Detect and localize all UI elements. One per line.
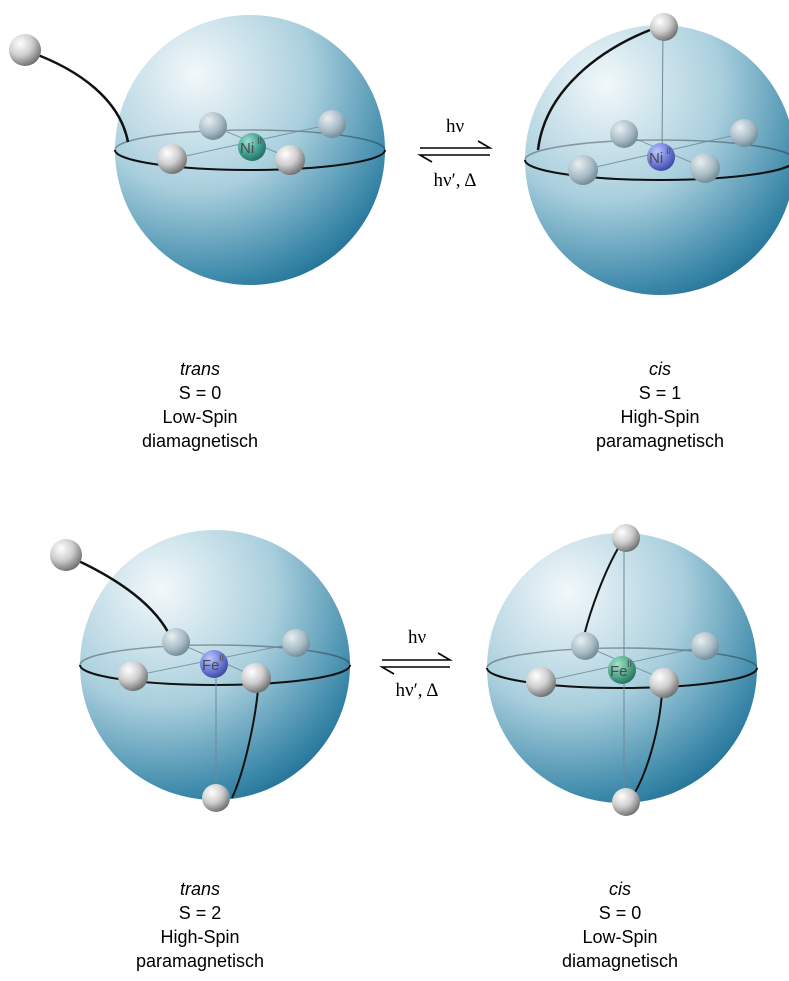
- axial-bond: [661, 27, 664, 156]
- ligand-atom-back: [162, 628, 190, 656]
- reaction-forward-label: hν: [407, 627, 427, 648]
- ligand-atom: [649, 668, 679, 698]
- spin-type: High-Spin: [620, 407, 700, 427]
- complex-trans-ni: Ni II: [9, 15, 386, 285]
- spin-value: S = 1: [638, 383, 682, 403]
- reaction-reverse-label: hν′, Δ: [433, 170, 477, 191]
- equatorial-ring-front: [486, 667, 758, 689]
- ligand-atom: [50, 539, 82, 571]
- ligand-atom: [157, 144, 187, 174]
- oxidation-label: II: [219, 653, 224, 663]
- oxidation-label: II: [666, 146, 671, 156]
- ligand-tether: [629, 691, 663, 801]
- metal-label: Ni: [240, 140, 254, 157]
- ligand-atom: [526, 667, 556, 697]
- ligand-tether: [231, 689, 259, 799]
- ligand-tether: [582, 544, 621, 641]
- caption-trans-fe: trans S = 2 High-Spin paramagnetisch: [90, 877, 310, 973]
- ligand-atom-back: [690, 153, 720, 183]
- equatorial-ring-front: [524, 159, 789, 181]
- magnetism: paramagnetisch: [595, 431, 725, 451]
- ligand-atom: [241, 663, 271, 693]
- metal-center: [647, 143, 675, 171]
- spin-type: Low-Spin: [162, 407, 238, 427]
- ligand-tether: [29, 50, 130, 143]
- complex-trans-fe: Fe II: [50, 530, 351, 812]
- ligand-atom-back: [730, 119, 758, 147]
- oxidation-label: II: [627, 659, 632, 669]
- metal-center: [238, 133, 266, 161]
- caption-cis-ni: cis S = 1 High-Spin paramagnetisch: [550, 357, 770, 453]
- isomer-state: trans: [179, 359, 221, 379]
- ligand-atom-back: [318, 110, 346, 138]
- complex-cis-ni: Ni II: [524, 13, 789, 295]
- ligand-atom: [612, 524, 640, 552]
- magnetism: diamagnetisch: [561, 951, 679, 971]
- equilibrium-arrow-bottom: [379, 652, 453, 675]
- ligand-atom: [9, 34, 41, 66]
- ligand-tether: [536, 28, 651, 151]
- caption-cis-fe: cis S = 0 Low-Spin diamagnetisch: [510, 877, 730, 973]
- complex-cis-fe: Fe II: [486, 524, 758, 816]
- ligand-atom-back: [691, 632, 719, 660]
- ligand-atom: [275, 145, 305, 175]
- isomer-state: cis: [649, 359, 671, 379]
- oxidation-label: II: [257, 136, 262, 146]
- magnetism: paramagnetisch: [135, 951, 265, 971]
- caption-trans-ni: trans S = 0 Low-Spin diamagnetisch: [90, 357, 310, 453]
- ligand-atom-back: [610, 120, 638, 148]
- ligand-atom: [612, 788, 640, 816]
- ligand-atom: [118, 661, 148, 691]
- ligand-atom: [650, 13, 678, 41]
- spin-value: S = 2: [178, 903, 222, 923]
- isomer-state: trans: [179, 879, 221, 899]
- metal-label: Fe: [610, 663, 628, 680]
- isomer-state: cis: [609, 879, 631, 899]
- reaction-reverse-label: hν′, Δ: [395, 680, 439, 701]
- metal-label: Fe: [202, 657, 220, 674]
- metal-center: [608, 656, 636, 684]
- ligand-tether: [69, 555, 170, 633]
- spin-value: S = 0: [598, 903, 642, 923]
- spin-type: Low-Spin: [582, 927, 658, 947]
- equilibrium-arrow-top: [417, 140, 493, 163]
- spin-type: High-Spin: [160, 927, 240, 947]
- metal-center: [200, 650, 228, 678]
- ligand-atom-back: [282, 629, 310, 657]
- equatorial-ring-front: [114, 149, 386, 171]
- ligand-atom: [202, 784, 230, 812]
- ligand-atom-back: [571, 632, 599, 660]
- ligand-atom-back: [568, 155, 598, 185]
- reaction-forward-label: hν: [445, 116, 465, 137]
- magnetism: diamagnetisch: [141, 431, 259, 451]
- metal-label: Ni: [649, 150, 663, 167]
- equatorial-ring-front: [79, 664, 351, 686]
- spin-value: S = 0: [178, 383, 222, 403]
- ligand-atom-back: [199, 112, 227, 140]
